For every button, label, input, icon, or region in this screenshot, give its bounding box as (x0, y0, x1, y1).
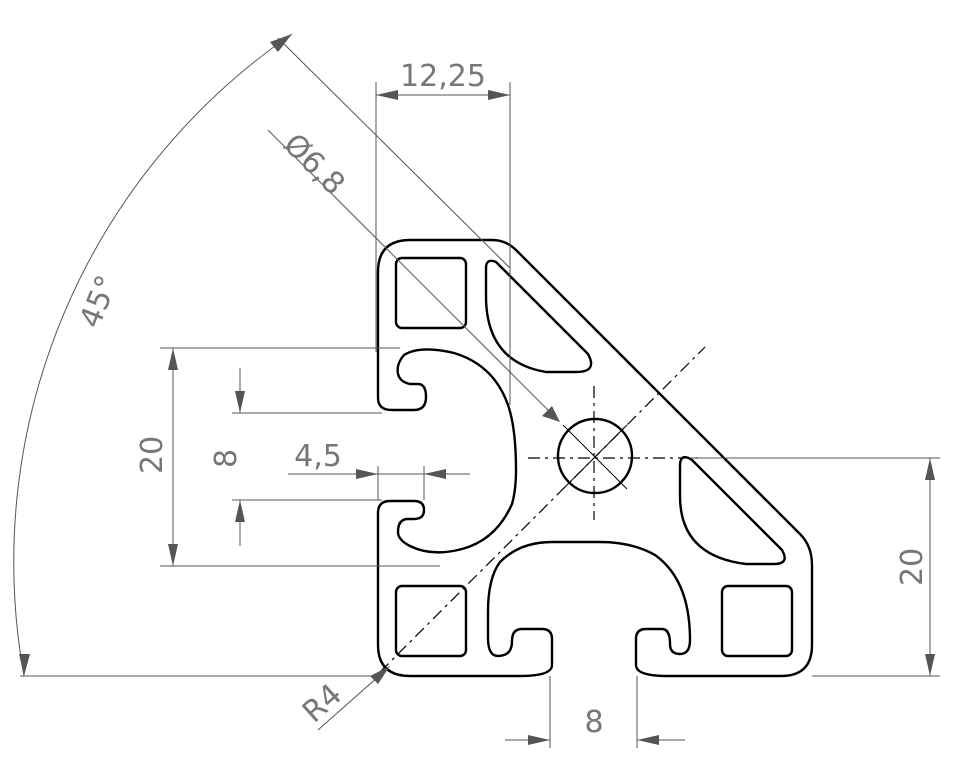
dim-text-8-left: 8 (209, 449, 244, 468)
dim-text-angle: 45° (73, 271, 125, 333)
dim-text-20-left: 20 (135, 436, 170, 474)
center-lines (379, 346, 706, 673)
dim-text-20-right: 20 (895, 548, 930, 586)
dim-text-8-bottom: 8 (584, 705, 603, 740)
center-hole (556, 417, 634, 495)
dim-hole-diameter: Ø6,8 (267, 127, 560, 422)
dim-angle: 45° (13, 33, 511, 677)
pocket-bottom-right (720, 584, 794, 658)
dim-text-r4: R4 (296, 677, 349, 730)
profile-outline (376, 238, 814, 678)
dim-slot-opening-left: 8 (209, 368, 382, 546)
dim-height-left: 20 (135, 347, 440, 567)
pocket-top-left (394, 256, 468, 330)
dim-text-diameter: Ø6,8 (276, 127, 351, 202)
pocket-triangle-right (678, 455, 786, 566)
dim-height-right: 20 (690, 457, 940, 677)
dim-text-12-25: 12,25 (400, 59, 486, 94)
pocket-bottom-left (394, 584, 468, 658)
dim-text-4-5: 4,5 (294, 439, 342, 474)
dim-slot-opening-bottom: 8 (505, 676, 685, 748)
dim-slot-depth: 4,5 (288, 439, 470, 500)
pocket-triangle-top (484, 259, 593, 374)
dim-slot-width-top: 12,25 (375, 59, 511, 405)
